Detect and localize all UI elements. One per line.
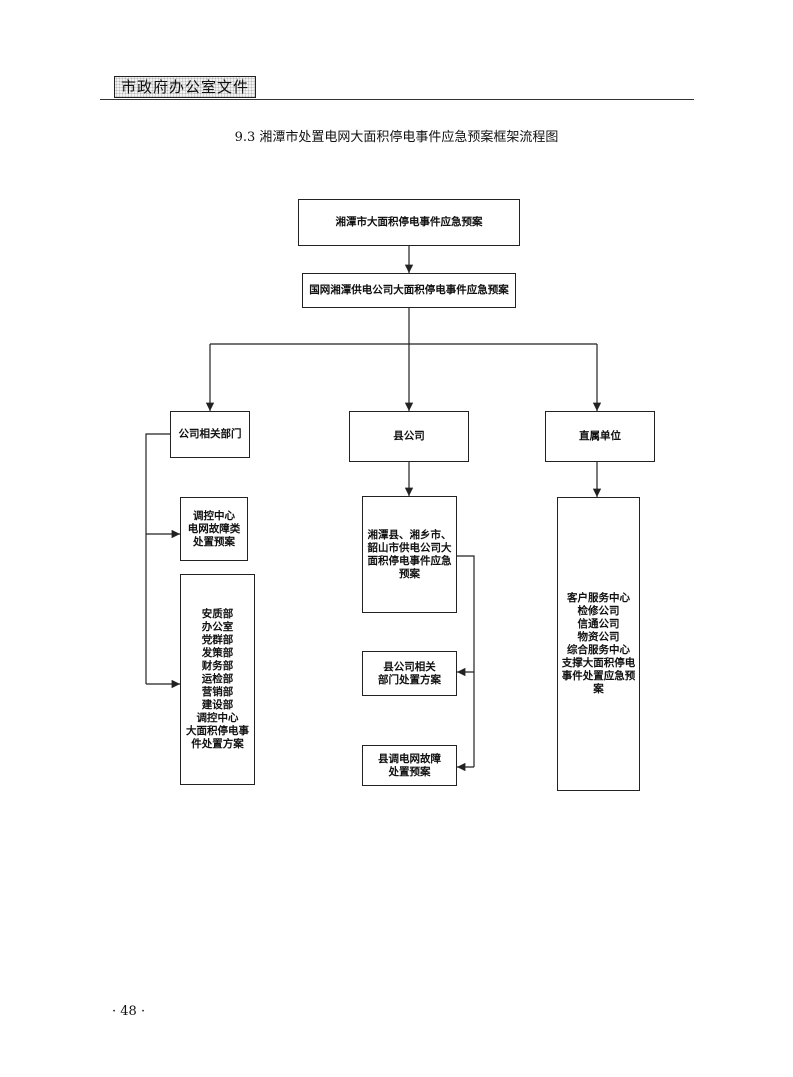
node-dispatch-fault-plan: 调控中心 电网故障类 处置预案 xyxy=(180,497,248,561)
node-company-departments: 公司相关部门 xyxy=(170,411,250,458)
node-department-list: 安质部 办公室 党群部 发策部 财务部 运检部 营销部 建设部 调控中心 大面积… xyxy=(180,574,255,785)
header-rule xyxy=(100,99,694,100)
node-county-dept-plan: 县公司相关 部门处置方案 xyxy=(362,651,457,696)
node-direct-unit-list: 客户服务中心 检修公司 信通公司 物资公司 综合服务中心 支撑大面积停电 事件处… xyxy=(557,497,640,791)
figure-title: 9.3 湘潭市处置电网大面积停电事件应急预案框架流程图 xyxy=(234,130,559,145)
line-county-bracket xyxy=(456,555,475,767)
node-direct-units: 直属单位 xyxy=(545,411,655,462)
node-city-emergency-plan: 湘潭市大面积停电事件应急预案 xyxy=(298,199,520,246)
node-county-companies-plan: 湘潭县、湘乡市、 韶山市供电公司大 面积停电事件应急 预案 xyxy=(362,496,457,613)
node-county-dispatch-plan: 县调电网故障 处置预案 xyxy=(362,745,457,786)
page-number: · 48 · xyxy=(112,1004,146,1019)
node-county-company: 县公司 xyxy=(349,411,469,462)
document-category-tag: 市政府办公室文件 xyxy=(114,76,257,98)
node-power-company-plan: 国网湘潭供电公司大面积停电事件应急预案 xyxy=(302,273,516,308)
line-dept-bracket xyxy=(145,433,170,684)
